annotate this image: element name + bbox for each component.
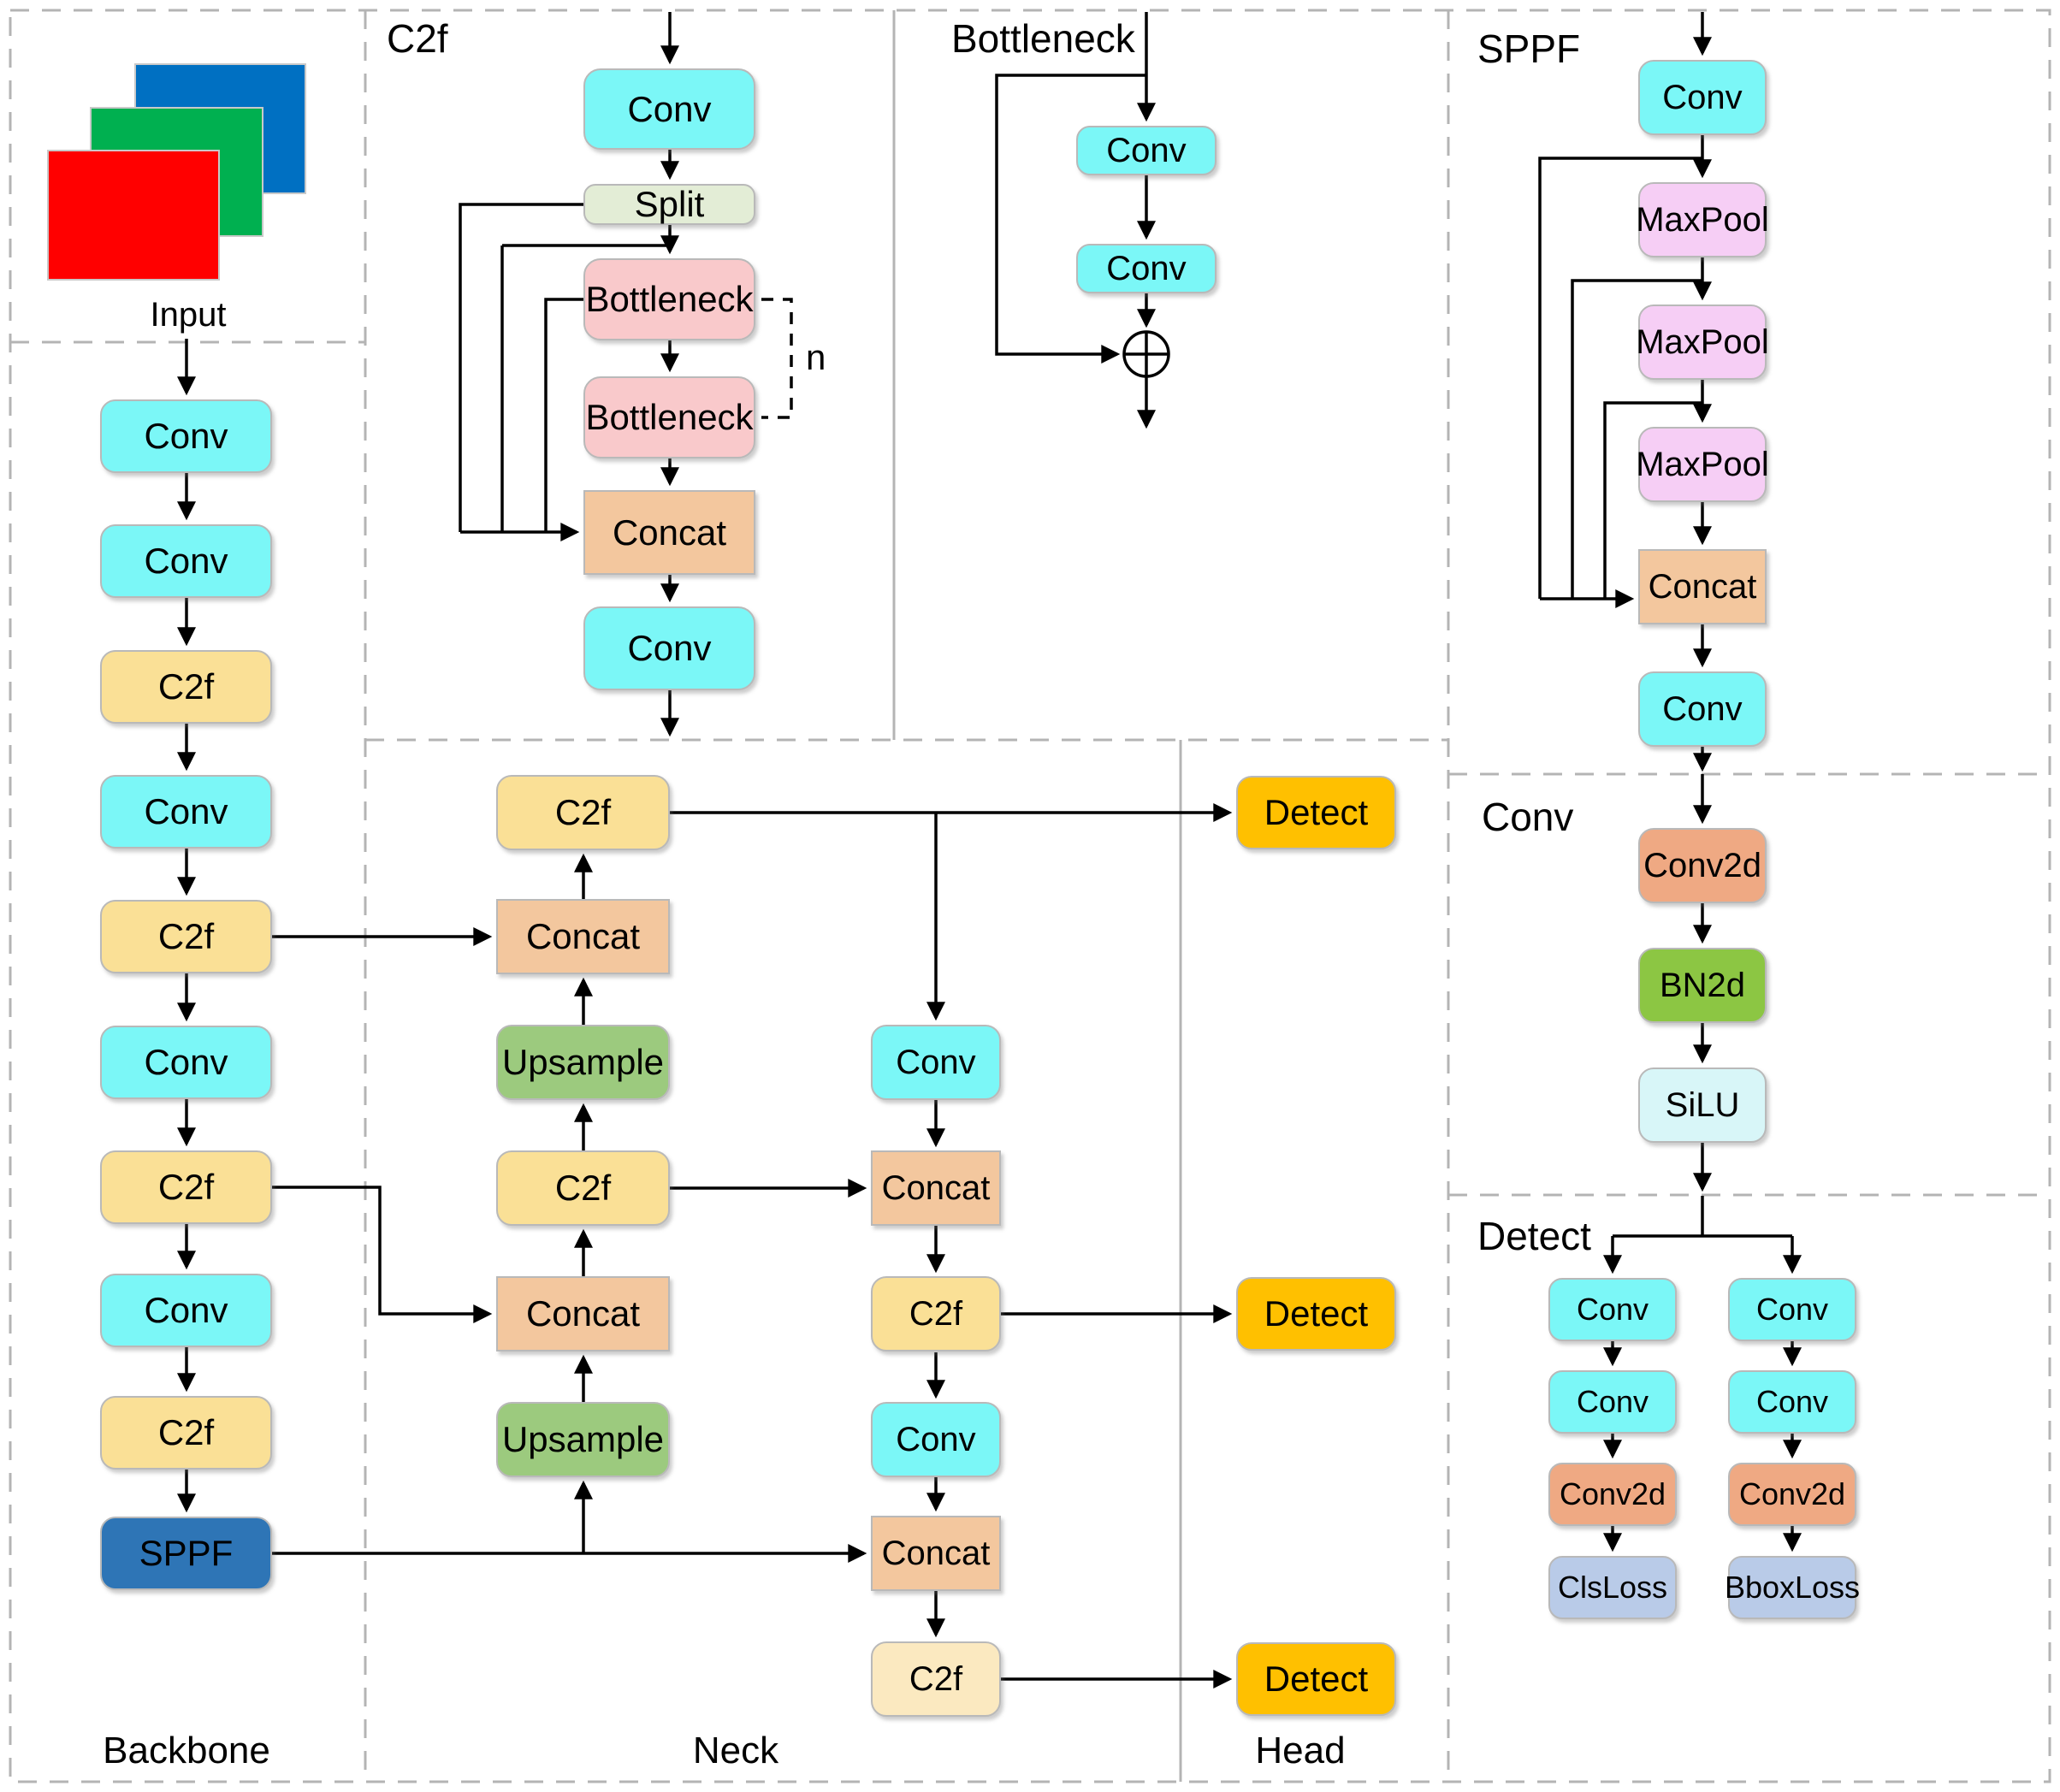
neck-left-1-c2f: C2f — [496, 775, 670, 850]
c2f-panel-6-conv: Conv — [583, 606, 755, 690]
detect-bbox-branch-4-bboxloss: BboxLoss — [1725, 1556, 1860, 1619]
sppf-panel-1-conv: Conv — [1638, 60, 1767, 135]
detect-bbox-branch-2-conv: Conv — [1728, 1370, 1856, 1434]
backbone-9-c2f: C2f — [100, 1396, 272, 1470]
backbone-1-conv: Conv — [100, 399, 272, 473]
bottleneck-panel-2-conv: Conv — [1076, 244, 1216, 293]
neck-left-6-upsample: Upsample — [496, 1402, 670, 1477]
backbone-8-conv: Conv — [100, 1274, 272, 1347]
neck-mid-1-conv: Conv — [871, 1025, 1001, 1100]
detect-cls-branch-1-conv: Conv — [1548, 1278, 1677, 1341]
backbone-10-sppf: SPPF — [100, 1517, 272, 1590]
conv-panel-1-conv2d: Conv2d — [1638, 828, 1767, 903]
repeat-count-label: n — [806, 337, 826, 377]
panel-title-detect: Detect — [1477, 1214, 1591, 1258]
label-head: Head — [1255, 1730, 1346, 1771]
backbone-2-conv: Conv — [100, 524, 272, 598]
sppf-panel-3-maxpool: MaxPool — [1636, 305, 1769, 380]
c2f-panel-3-bottleneck: Bottleneck — [583, 258, 755, 340]
head-1-detect: Detect — [1236, 776, 1396, 849]
bottleneck-panel-1-conv: Conv — [1076, 126, 1216, 175]
backbone-7-c2f: C2f — [100, 1150, 272, 1224]
neck-mid-6-c2f: C2f — [871, 1641, 1001, 1717]
sppf-panel-4-maxpool: MaxPool — [1636, 427, 1769, 502]
c2f-panel-5-concat: Concat — [583, 490, 755, 575]
add-icon — [1122, 330, 1170, 378]
neck-left-3-upsample: Upsample — [496, 1025, 670, 1100]
c2f-panel-2-split: Split — [583, 184, 755, 225]
backbone-3-c2f: C2f — [100, 650, 272, 724]
sppf-panel-5-concat: Concat — [1638, 549, 1767, 624]
panel-title-bottleneck: Bottleneck — [951, 16, 1135, 61]
c2f-panel-1-conv: Conv — [583, 68, 755, 150]
neck-left-5-concat: Concat — [496, 1276, 670, 1351]
panel-title-c2f: C2f — [387, 16, 448, 61]
panel-borders — [9, 9, 2051, 1783]
conv-panel-2-bn2d: BN2d — [1638, 948, 1767, 1023]
detect-cls-branch-4-clsloss: ClsLoss — [1548, 1556, 1677, 1619]
conv-panel-3-silu: SiLU — [1638, 1068, 1767, 1143]
head-2-detect: Detect — [1236, 1277, 1396, 1351]
backbone-4-conv: Conv — [100, 775, 272, 849]
detect-bbox-branch-1-conv: Conv — [1728, 1278, 1856, 1341]
head-3-detect: Detect — [1236, 1642, 1396, 1716]
neck-mid-5-concat: Concat — [871, 1516, 1001, 1591]
neck-left-2-concat: Concat — [496, 899, 670, 974]
repeat-brace — [761, 298, 793, 419]
c2f-panel-4-bottleneck: Bottleneck — [583, 376, 755, 458]
sppf-panel-6-conv: Conv — [1638, 671, 1767, 747]
sppf-panel-2-maxpool: MaxPool — [1636, 182, 1769, 257]
backbone-6-conv: Conv — [100, 1026, 272, 1099]
detect-cls-branch-3-conv2d: Conv2d — [1548, 1463, 1677, 1526]
neck-mid-2-concat: Concat — [871, 1150, 1001, 1226]
detect-bbox-branch-3-conv2d: Conv2d — [1728, 1463, 1856, 1526]
panel-title-conv: Conv — [1482, 795, 1574, 839]
input-image-red — [47, 150, 220, 281]
label-input: Input — [150, 296, 227, 334]
label-neck: Neck — [692, 1730, 779, 1771]
label-backbone: Backbone — [103, 1730, 270, 1771]
neck-left-4-c2f: C2f — [496, 1150, 670, 1226]
neck-mid-4-conv: Conv — [871, 1402, 1001, 1477]
flow-arrows — [177, 12, 1802, 1689]
panel-title-sppf: SPPF — [1477, 27, 1581, 71]
backbone-5-c2f: C2f — [100, 900, 272, 973]
neck-mid-3-c2f: C2f — [871, 1276, 1001, 1351]
detect-cls-branch-2-conv: Conv — [1548, 1370, 1677, 1434]
